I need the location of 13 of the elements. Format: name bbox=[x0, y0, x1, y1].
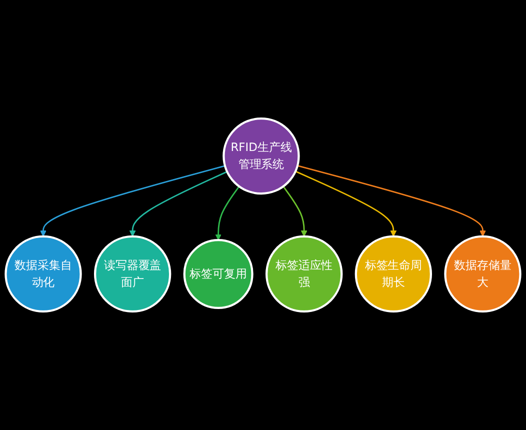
arrow bbox=[129, 171, 228, 237]
node-circle: RFID生产线管理系统 bbox=[222, 117, 300, 195]
node-circle: 数据存储量大 bbox=[444, 235, 522, 313]
arrow bbox=[40, 165, 226, 237]
arrow bbox=[295, 170, 397, 237]
node-circle: 标签生命周期长 bbox=[354, 235, 432, 313]
node-circle: 标签可复用 bbox=[183, 238, 254, 309]
arrow bbox=[282, 186, 308, 237]
arrow bbox=[215, 186, 240, 240]
node-circle: 读写器覆盖面广 bbox=[94, 235, 172, 313]
node-circle: 数据采集自动化 bbox=[4, 235, 82, 313]
node-circle: 标签适应性强 bbox=[266, 235, 343, 313]
arrow bbox=[297, 165, 486, 237]
